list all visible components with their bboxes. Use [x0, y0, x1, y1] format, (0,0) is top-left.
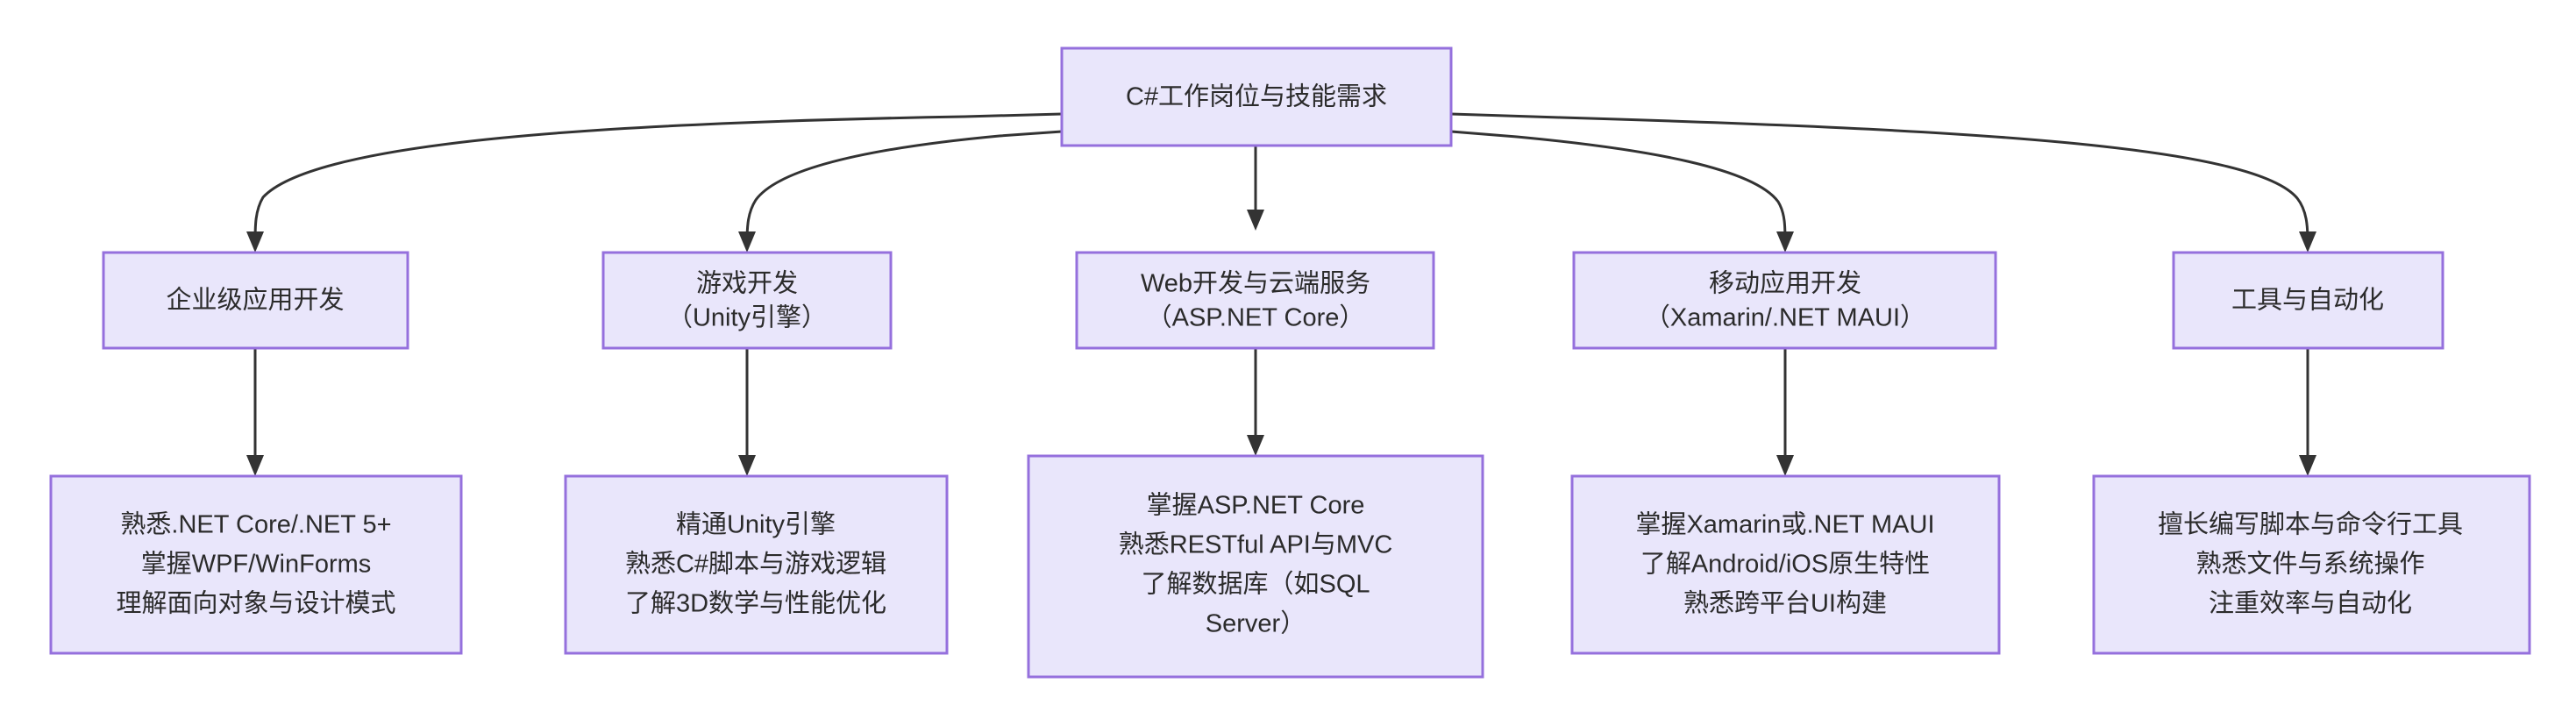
node-skill-enterprise-box[interactable] [49, 474, 463, 655]
edge-root-to-game [738, 130, 1063, 253]
node-cat-tools-label: 工具与自动化 [2231, 286, 2384, 315]
node-skill-web[interactable]: 掌握ASP.NET Core 熟悉RESTful API与MVC 了解数据库（如… [1027, 454, 1484, 679]
edge-web-to-skill [1247, 348, 1264, 456]
node-root-label: C#工作岗位与技能需求 [1126, 82, 1387, 111]
node-cat-enterprise-box[interactable] [102, 251, 409, 350]
node-skill-mobile-box[interactable] [1570, 474, 2001, 655]
edge-root-to-enterprise [246, 112, 1063, 253]
node-skill-enterprise[interactable]: 熟悉.NET Core/.NET 5+ 掌握WPF/WinForms 理解面向对… [49, 474, 463, 655]
node-skill-enterprise-line3: 理解面向对象与设计模式 [116, 589, 395, 618]
node-skill-web-line1: 掌握ASP.NET Core [1147, 491, 1365, 520]
node-cat-web-label-line2: （ASP.NET Core） [1147, 304, 1365, 332]
node-cat-web-box[interactable] [1075, 251, 1435, 350]
node-cat-mobile-box[interactable] [1572, 251, 1997, 350]
node-layer: C#工作岗位与技能需求 企业级应用开发 游戏开发 （Unity引擎） Web开发… [49, 46, 2531, 679]
edge-layer [246, 112, 2316, 476]
node-root[interactable]: C#工作岗位与技能需求 [1060, 46, 1453, 147]
edge-root-to-mobile [1450, 130, 1794, 253]
node-skill-tools-line3: 注重效率与自动化 [2209, 589, 2412, 618]
node-skill-game-line2: 熟悉C#脚本与游戏逻辑 [625, 550, 886, 579]
node-cat-game-box[interactable] [601, 251, 893, 350]
edge-root-to-web [1247, 146, 1264, 231]
node-skill-tools-box[interactable] [2092, 474, 2531, 655]
node-skill-web-box[interactable] [1027, 454, 1484, 679]
node-skill-tools-line2: 熟悉文件与系统操作 [2195, 550, 2424, 579]
node-cat-web-label-line1: Web开发与云端服务 [1141, 269, 1370, 298]
node-skill-mobile[interactable]: 掌握Xamarin或.NET MAUI 了解Android/iOS原生特性 熟悉… [1570, 474, 2001, 655]
node-skill-web-line3: 了解数据库（如SQL [1141, 570, 1370, 599]
node-skill-enterprise-line2: 掌握WPF/WinForms [141, 550, 372, 579]
node-skill-game-box[interactable] [564, 474, 949, 655]
node-cat-game-label-line2: （Unity引擎） [667, 303, 827, 332]
node-skill-mobile-line3: 熟悉跨平台UI构建 [1683, 589, 1887, 618]
node-skill-tools[interactable]: 擅长编写脚本与命令行工具 熟悉文件与系统操作 注重效率与自动化 [2092, 474, 2531, 655]
node-skill-enterprise-line1: 熟悉.NET Core/.NET 5+ [120, 510, 391, 539]
edge-enterprise-to-skill [246, 348, 264, 476]
node-cat-tools[interactable]: 工具与自动化 [2172, 251, 2444, 350]
node-skill-mobile-line1: 掌握Xamarin或.NET MAUI [1635, 510, 1934, 539]
node-skill-web-line4: Server） [1206, 610, 1306, 638]
node-skill-mobile-line2: 了解Android/iOS原生特性 [1640, 550, 1930, 579]
node-cat-enterprise-label: 企业级应用开发 [166, 286, 344, 315]
node-skill-game[interactable]: 精通Unity引擎 熟悉C#脚本与游戏逻辑 了解3D数学与性能优化 [564, 474, 949, 655]
node-cat-mobile-label-line1: 移动应用开发 [1709, 269, 1861, 298]
node-cat-tools-box[interactable] [2172, 251, 2444, 350]
node-cat-mobile-label-line2: （Xamarin/.NET MAUI） [1645, 304, 1925, 332]
edge-game-to-skill [738, 348, 756, 476]
node-skill-web-line2: 熟悉RESTful API与MVC [1119, 530, 1393, 559]
node-skill-tools-line1: 擅长编写脚本与命令行工具 [2158, 510, 2463, 539]
edge-root-to-tools [1450, 112, 2316, 253]
node-root-box[interactable] [1060, 46, 1453, 147]
node-cat-web[interactable]: Web开发与云端服务 （ASP.NET Core） [1075, 251, 1435, 350]
node-skill-game-line3: 了解3D数学与性能优化 [625, 589, 886, 618]
node-skill-game-line1: 精通Unity引擎 [676, 510, 836, 539]
node-cat-mobile[interactable]: 移动应用开发 （Xamarin/.NET MAUI） [1572, 251, 1997, 350]
edge-mobile-to-skill [1776, 348, 1794, 476]
node-cat-enterprise[interactable]: 企业级应用开发 [102, 251, 409, 350]
node-cat-game-label-line1: 游戏开发 [696, 269, 798, 298]
node-cat-game[interactable]: 游戏开发 （Unity引擎） [601, 251, 893, 350]
edge-tools-to-skill [2299, 348, 2316, 476]
